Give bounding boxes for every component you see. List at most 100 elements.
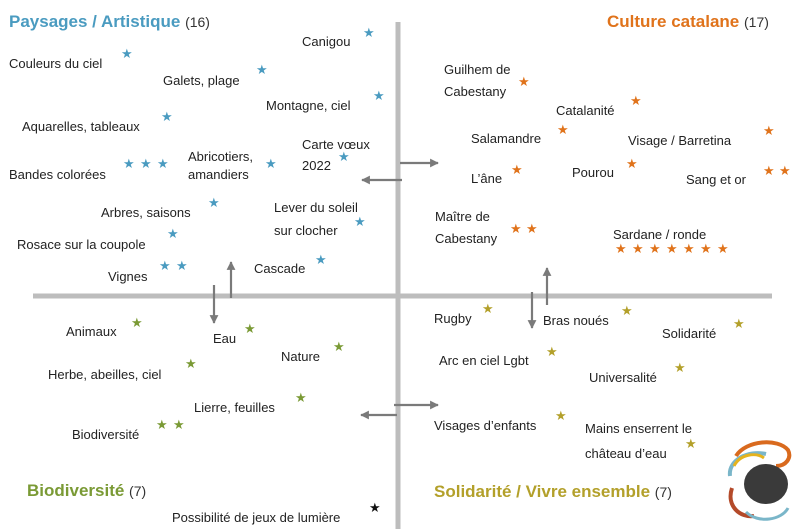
star-icon: ★ xyxy=(621,303,633,318)
star-icon: ★ xyxy=(779,163,791,178)
quadrant-count-paysages: (16) xyxy=(185,14,210,30)
label-mains-line2: château d’eau xyxy=(585,446,667,461)
star-icon: ★ xyxy=(131,315,143,330)
label-bras-noues: Bras noués xyxy=(543,313,609,328)
label-herbe-abeilles: Herbe, abeilles, ciel xyxy=(48,367,162,382)
star-icon: ★ xyxy=(526,221,538,236)
star-icon: ★ xyxy=(167,226,179,241)
label-eau: Eau xyxy=(213,331,237,346)
star-icon: ★ xyxy=(518,74,530,89)
star-icon: ★ xyxy=(510,221,522,236)
star-icon: ★ xyxy=(700,241,712,256)
label-guilhem-line2: Cabestany xyxy=(444,84,507,99)
label-sang-et-or: Sang et or xyxy=(686,172,746,187)
star-icon: ★ xyxy=(333,339,345,354)
label-jeux-de-lumiere: Possibilité de jeux de lumière xyxy=(172,510,341,525)
star-icon: ★ xyxy=(733,316,745,331)
label-solidarite: Solidarité xyxy=(662,326,717,341)
label-ane: L’âne xyxy=(471,171,503,186)
label-vignes: Vignes xyxy=(108,269,148,284)
star-icon: ★ xyxy=(615,241,627,256)
star-icon: ★ xyxy=(176,258,188,273)
label-rugby: Rugby xyxy=(434,311,472,326)
star-icon: ★ xyxy=(482,301,494,316)
star-icon: ★ xyxy=(185,356,197,371)
star-icon: ★ xyxy=(156,417,168,432)
label-galets-plage: Galets, plage xyxy=(163,73,240,88)
label-montagne-ciel: Montagne, ciel xyxy=(266,98,351,113)
star-icon: ★ xyxy=(511,162,523,177)
logo-icon xyxy=(727,440,792,521)
star-icon: ★ xyxy=(265,156,277,171)
label-arbres-saisons: Arbres, saisons xyxy=(101,205,191,220)
label-mains-line1: Mains enserrent le xyxy=(585,421,692,436)
label-maitre-line1: Maître de xyxy=(435,209,490,224)
star-icon: ★ xyxy=(140,156,152,171)
star-icon: ★ xyxy=(363,25,375,40)
star-icon: ★ xyxy=(373,88,385,103)
label-abricotiers-line2: amandiers xyxy=(188,167,249,182)
star-icon: ★ xyxy=(685,436,697,451)
star-icon: ★ xyxy=(649,241,661,256)
quadrant-count-solidarite: (7) xyxy=(654,484,672,500)
label-salamandre: Salamandre xyxy=(471,131,542,146)
star-icon: ★ xyxy=(256,62,268,77)
star-icon: ★ xyxy=(683,241,695,256)
star-icon: ★ xyxy=(161,109,173,124)
label-carte-voeux-line2: 2022 xyxy=(302,158,331,173)
star-icon: ★ xyxy=(557,122,569,137)
label-cascade: Cascade xyxy=(254,261,306,276)
label-visages-enfants: Visages d’enfants xyxy=(434,418,537,433)
label-lever-soleil-line1: Lever du soleil xyxy=(274,200,358,215)
quadrant-title-culture: Culture catalane (17) xyxy=(607,12,769,31)
label-canigou: Canigou xyxy=(302,34,351,49)
star-icon: ★ xyxy=(208,195,220,210)
label-couleurs-du-ciel: Couleurs du ciel xyxy=(9,56,103,71)
label-rosace: Rosace sur la coupole xyxy=(17,237,146,252)
label-universalite: Universalité xyxy=(589,370,657,385)
star-icon: ★ xyxy=(159,258,171,273)
label-lever-soleil-line2: sur clocher xyxy=(274,223,338,238)
label-animaux: Animaux xyxy=(66,324,117,339)
star-icon: ★ xyxy=(295,390,307,405)
star-icon: ★ xyxy=(546,344,558,359)
quadrant-count-biodiversite: (7) xyxy=(129,483,147,499)
star-icon: ★ xyxy=(632,241,644,256)
label-arc-en-ciel: Arc en ciel Lgbt xyxy=(439,353,529,368)
label-nature: Nature xyxy=(281,349,321,364)
label-biodiversite: Biodiversité xyxy=(72,427,140,442)
label-catalanite: Catalanité xyxy=(556,103,615,118)
star-icon: ★ xyxy=(123,156,135,171)
label-maitre-line2: Cabestany xyxy=(435,231,498,246)
label-bandes-colorees: Bandes colorées xyxy=(9,167,106,182)
star-icon: ★ xyxy=(626,156,638,171)
star-icon: ★ xyxy=(674,360,686,375)
quadrant-title-solidarite: Solidarité / Vivre ensemble (7) xyxy=(434,482,672,501)
star-icon: ★ xyxy=(666,241,678,256)
star-icon: ★ xyxy=(555,408,567,423)
label-abricotiers-line1: Abricotiers, xyxy=(188,149,254,164)
star-icon: ★ xyxy=(354,214,366,229)
label-pourou: Pourou xyxy=(572,165,614,180)
star-icon: ★ xyxy=(338,149,350,164)
star-icon: ★ xyxy=(173,417,185,432)
star-icon: ★ xyxy=(121,46,133,61)
star-icon: ★ xyxy=(763,123,775,138)
star-icon: ★ xyxy=(717,241,729,256)
label-guilhem-line1: Guilhem de xyxy=(444,62,511,77)
quadrant-title-paysages: Paysages / Artistique (16) xyxy=(9,12,210,31)
label-carte-voeux-line1: Carte vœux xyxy=(302,137,370,152)
quadrant-count-culture: (17) xyxy=(744,14,769,30)
star-icon: ★ xyxy=(315,252,327,267)
star-icon: ★ xyxy=(157,156,169,171)
label-aquarelles-tableaux: Aquarelles, tableaux xyxy=(22,119,140,134)
star-icon: ★ xyxy=(244,321,256,336)
label-lierre-feuilles: Lierre, feuilles xyxy=(194,400,275,415)
star-icon: ★ xyxy=(630,93,642,108)
star-icon: ★ xyxy=(369,500,381,515)
label-visage-barretina: Visage / Barretina xyxy=(628,133,732,148)
label-sardane-ronde: Sardane / ronde xyxy=(613,227,707,242)
quadrant-title-biodiversite: Biodiversité (7) xyxy=(27,481,147,500)
